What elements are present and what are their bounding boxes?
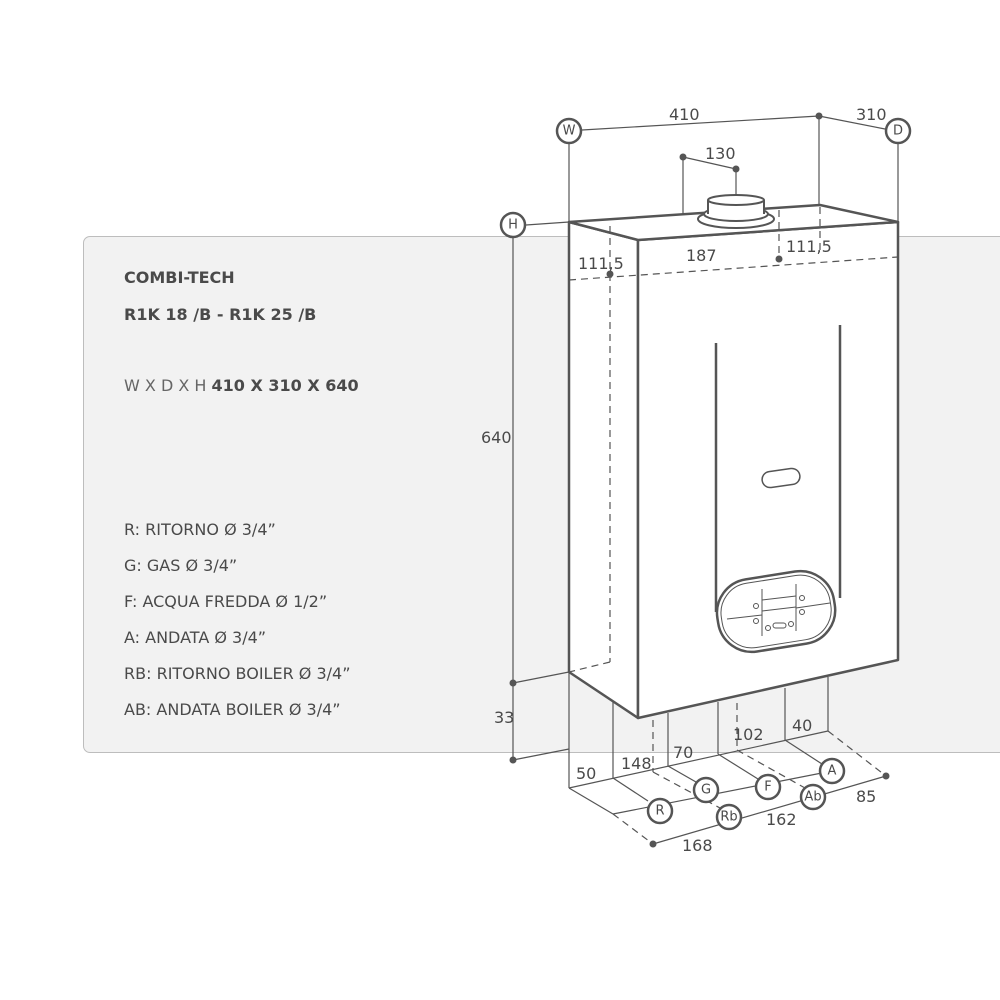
dim-162: 162 bbox=[766, 810, 797, 829]
legend-item: A: ANDATA Ø 3/4” bbox=[124, 628, 267, 647]
marker-rb: Rb bbox=[715, 803, 743, 831]
dim-bottom: 33 bbox=[494, 708, 514, 727]
legend-item: AB: ANDATA BOILER Ø 3/4” bbox=[124, 700, 341, 719]
dim-depth: 310 bbox=[856, 105, 887, 124]
svg-text:F: F bbox=[764, 780, 771, 795]
dims-value: 410 X 310 X 640 bbox=[211, 376, 359, 395]
svg-text:G: G bbox=[701, 783, 711, 798]
svg-text:R: R bbox=[655, 804, 664, 819]
marker-w: W bbox=[555, 117, 583, 145]
dim-top-left: 111,5 bbox=[578, 254, 624, 273]
model-names: R1K 18 /B - R1K 25 /B bbox=[124, 305, 317, 324]
dim-85: 85 bbox=[856, 787, 876, 806]
dim-top-mid: 187 bbox=[686, 246, 717, 265]
dimension-dots bbox=[509, 112, 890, 848]
legend-item: R: RITORNO Ø 3/4” bbox=[124, 520, 276, 539]
dims-prefix: W X D X H bbox=[124, 376, 207, 395]
svg-text:D: D bbox=[893, 124, 903, 139]
svg-text:Ab: Ab bbox=[804, 790, 821, 805]
legend-item: F: ACQUA FREDDA Ø 1/2” bbox=[124, 592, 328, 611]
dim-168: 168 bbox=[682, 836, 713, 855]
dim-40: 40 bbox=[792, 716, 812, 735]
svg-text:W: W bbox=[563, 124, 576, 139]
svg-text:A: A bbox=[828, 764, 837, 779]
dimensions-summary: W X D X H 410 X 310 X 640 bbox=[124, 376, 359, 395]
dim-width: 410 bbox=[669, 105, 700, 124]
marker-g: G bbox=[692, 776, 720, 804]
marker-d: D bbox=[884, 117, 912, 145]
dim-102: 102 bbox=[733, 725, 764, 744]
dim-50: 50 bbox=[576, 764, 596, 783]
dimension-lines bbox=[512, 115, 899, 845]
dimension-labels: 410 310 130 640 33 111,5 187 111,5 50 14… bbox=[481, 105, 887, 855]
marker-f: F bbox=[754, 773, 782, 801]
marker-r: R bbox=[646, 797, 674, 825]
flue-outlet bbox=[697, 194, 775, 229]
legend-item: RB: RITORNO BOILER Ø 3/4” bbox=[124, 664, 351, 683]
marker-h: H bbox=[499, 211, 527, 239]
dim-70: 70 bbox=[673, 743, 693, 762]
marker-ab: Ab bbox=[799, 783, 827, 811]
marker-a: A bbox=[818, 757, 846, 785]
dim-height: 640 bbox=[481, 428, 512, 447]
brand-line: COMBI-TECH bbox=[124, 268, 235, 287]
dim-top-right: 111,5 bbox=[786, 237, 832, 256]
front-panel bbox=[714, 325, 842, 654]
dim-flue: 130 bbox=[705, 144, 736, 163]
legend-item: G: GAS Ø 3/4” bbox=[124, 556, 238, 575]
svg-text:Rb: Rb bbox=[720, 810, 737, 825]
dim-148: 148 bbox=[621, 754, 652, 773]
svg-text:H: H bbox=[508, 218, 518, 233]
